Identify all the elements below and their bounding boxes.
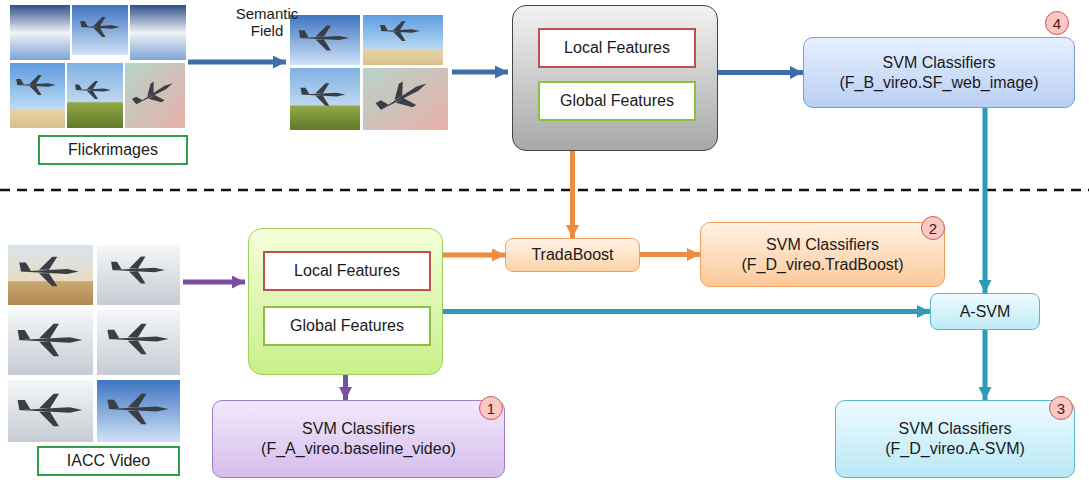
- node-text: A-SVM: [960, 302, 1011, 322]
- node-text: SVM Classifiers: [883, 53, 996, 73]
- feature-box: Global Features: [538, 81, 696, 121]
- video-arrow: [183, 280, 245, 285]
- flow-arrow: [443, 253, 505, 258]
- feature-box: Local Features: [263, 251, 431, 291]
- node-text: (F_A_vireo.baseline_video): [261, 439, 456, 459]
- feature-box: Global Features: [263, 306, 431, 346]
- filtered-collage: [290, 15, 448, 130]
- node-text: Flickrimages: [68, 140, 158, 160]
- node-text: TradaBoost: [531, 245, 613, 265]
- node-text: SVM Classifiers: [766, 235, 879, 255]
- classifier-box: SVM Classifiers(F_D_vireo.TradBoost): [700, 222, 945, 287]
- callout-number: 3: [1049, 396, 1073, 420]
- callout-number: 1: [479, 396, 503, 420]
- flow-arrow: [983, 108, 988, 293]
- node-text: SVM Classifiers: [302, 419, 415, 439]
- classifier-box: SVM Classifiers(F_D_vireo.A-SVM): [835, 400, 1075, 478]
- flow-arrow: [983, 330, 988, 400]
- classifier-box: SVM Classifiers(F_A_vireo.baseline_video…: [212, 400, 505, 478]
- source-label: Flickrimages: [38, 135, 188, 165]
- image-arrow: [452, 70, 508, 75]
- feature-panel: Local FeaturesGlobal Features: [248, 228, 443, 375]
- node-text: (F_B_vireo.SF_web_image): [839, 73, 1038, 93]
- flickr-collage: [10, 5, 186, 128]
- node-text: SVM Classifiers: [899, 419, 1012, 439]
- source-label: IACC Video: [37, 446, 180, 476]
- node-text: Local Features: [564, 38, 670, 58]
- feature-panel: Local FeaturesGlobal Features: [512, 5, 718, 151]
- flow-arrow: [343, 375, 348, 400]
- semantic-arrow: [188, 60, 286, 65]
- node-text: IACC Video: [67, 451, 150, 471]
- separator-line: [0, 189, 1089, 192]
- flow-arrow: [431, 309, 930, 314]
- node-text: Local Features: [294, 261, 400, 281]
- flow-arrow: [718, 70, 803, 75]
- node-text: (F_D_vireo.A-SVM): [885, 439, 1025, 459]
- process-box: A-SVM: [930, 293, 1040, 330]
- arrow-label: Semantic Field: [222, 5, 312, 45]
- flow-arrow: [640, 252, 700, 257]
- classifier-box: SVM Classifiers(F_B_vireo.SF_web_image): [803, 37, 1075, 108]
- flow-arrow: [570, 151, 575, 238]
- callout-number: 2: [921, 216, 945, 240]
- node-text: (F_D_vireo.TradBoost): [741, 255, 903, 275]
- node-text: Global Features: [290, 316, 404, 336]
- callout-number: 4: [1045, 11, 1069, 35]
- feature-box: Local Features: [538, 28, 696, 68]
- node-text: Global Features: [560, 91, 674, 111]
- iacc-frames: [8, 245, 180, 442]
- process-box: TradaBoost: [505, 238, 640, 272]
